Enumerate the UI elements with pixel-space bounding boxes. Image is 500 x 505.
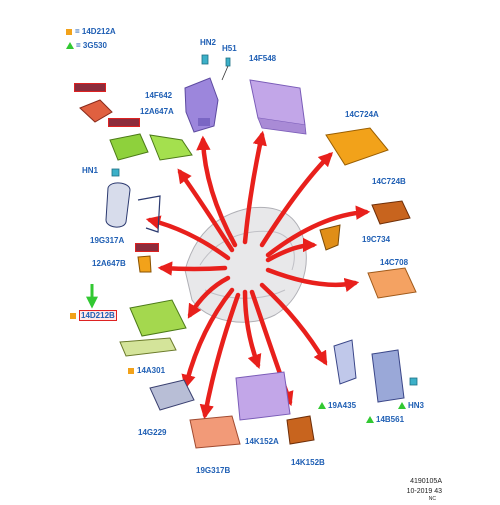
component-hn3-connector <box>409 377 418 386</box>
label-14k152b: 14K152B <box>291 458 325 467</box>
component-12a647a <box>149 134 193 161</box>
red-label-box <box>108 118 140 127</box>
component-14k152b <box>286 415 315 445</box>
label-14c708: 14C708 <box>380 258 409 267</box>
legend-item-orange: = 14D212A <box>66 27 116 36</box>
arrow-to-19a435 <box>259 282 328 366</box>
label-14f642: 14F642 <box>145 91 173 100</box>
component-hn2-connector <box>201 54 209 65</box>
label-14c724a: 14C724A <box>345 110 379 119</box>
label-14k152a: 14K152A <box>245 437 279 446</box>
label-12a647a: 12A647A <box>140 107 174 116</box>
component-14d212b <box>129 299 187 337</box>
component-12a647b <box>137 255 152 273</box>
component-14c724a <box>325 127 389 166</box>
green-triangle-icon <box>66 42 74 50</box>
component-19g317a <box>105 182 161 233</box>
label-14d212b-group: 14D212B <box>70 310 117 321</box>
label-14g229: 14G229 <box>138 428 167 437</box>
component-19g317b <box>189 415 241 449</box>
red-label-box <box>135 243 159 252</box>
label-14b561: 14B561 <box>376 415 405 424</box>
legend-item-green: = 3G530 <box>66 41 107 50</box>
arrow-to-14f642 <box>196 135 238 248</box>
component-19c734 <box>319 224 341 251</box>
component-14a301 <box>119 337 177 357</box>
label-19g317b: 19G317B <box>196 466 231 475</box>
orange-square-icon <box>66 28 72 35</box>
component-14c724b <box>371 200 411 225</box>
label-h51: H51 <box>222 44 237 53</box>
arrow-to-19g317b <box>199 292 241 420</box>
arrow-to-14c724a <box>259 151 334 248</box>
arrow-to-14c708 <box>265 267 360 293</box>
green-triangle-icon <box>398 402 406 410</box>
footer-date: 10-2019 43 <box>406 488 442 495</box>
arrow-to-14f548 <box>242 130 267 245</box>
component-14f642 <box>184 77 219 133</box>
label-hn3: HN3 <box>408 401 425 410</box>
component-14c708 <box>367 267 417 299</box>
component-h51-connector <box>221 57 231 81</box>
orange-square-icon <box>70 312 76 319</box>
label-12a647b: 12A647B <box>92 259 126 268</box>
label-19g317a: 19G317A <box>90 236 125 245</box>
component-red-top-left <box>79 99 113 123</box>
arrow-to-12a647b <box>157 261 228 276</box>
component-19a435 <box>333 339 357 385</box>
label-14f548: 14F548 <box>249 54 277 63</box>
label-14d212b: 14D212B <box>79 310 117 321</box>
label-14b561-group: 14B561 <box>366 415 404 424</box>
label-19c734: 19C734 <box>362 235 391 244</box>
label-14a301-group: 14A301 <box>128 366 165 375</box>
footer-region: NC <box>428 496 436 502</box>
component-14g229 <box>149 379 195 411</box>
red-label-box <box>74 83 106 92</box>
arrow-to-14d212b <box>187 275 231 319</box>
label-hn1: HN1 <box>82 166 99 175</box>
component-green-module <box>109 133 149 161</box>
component-14f548 <box>249 79 307 135</box>
label-hn3-group: HN3 <box>398 401 424 410</box>
footer-ref: 4190105A <box>410 478 442 485</box>
label-hn2: HN2 <box>200 38 217 47</box>
orange-square-icon <box>128 367 134 374</box>
arrow-to-12a647a <box>177 168 235 253</box>
arrow-to-14g229 <box>181 287 235 390</box>
green-triangle-icon <box>366 416 374 424</box>
connection-arrows <box>145 130 371 420</box>
label-14c724b: 14C724B <box>372 177 406 186</box>
label-14a301: 14A301 <box>137 366 166 375</box>
component-hn1-connector <box>111 168 120 177</box>
green-triangle-icon <box>318 402 326 410</box>
legend-text-green: = 3G530 <box>76 41 107 50</box>
component-14b561 <box>371 349 405 403</box>
component-14k152a <box>235 371 291 421</box>
arrow-to-14k152a <box>242 289 262 370</box>
legend-text-orange: = 14D212A <box>75 27 116 36</box>
label-19a435: 19A435 <box>328 401 357 410</box>
arrow-to-19c734 <box>265 237 318 263</box>
arrow-to-14c724b <box>265 205 371 258</box>
label-19a435-group: 19A435 <box>318 401 356 410</box>
